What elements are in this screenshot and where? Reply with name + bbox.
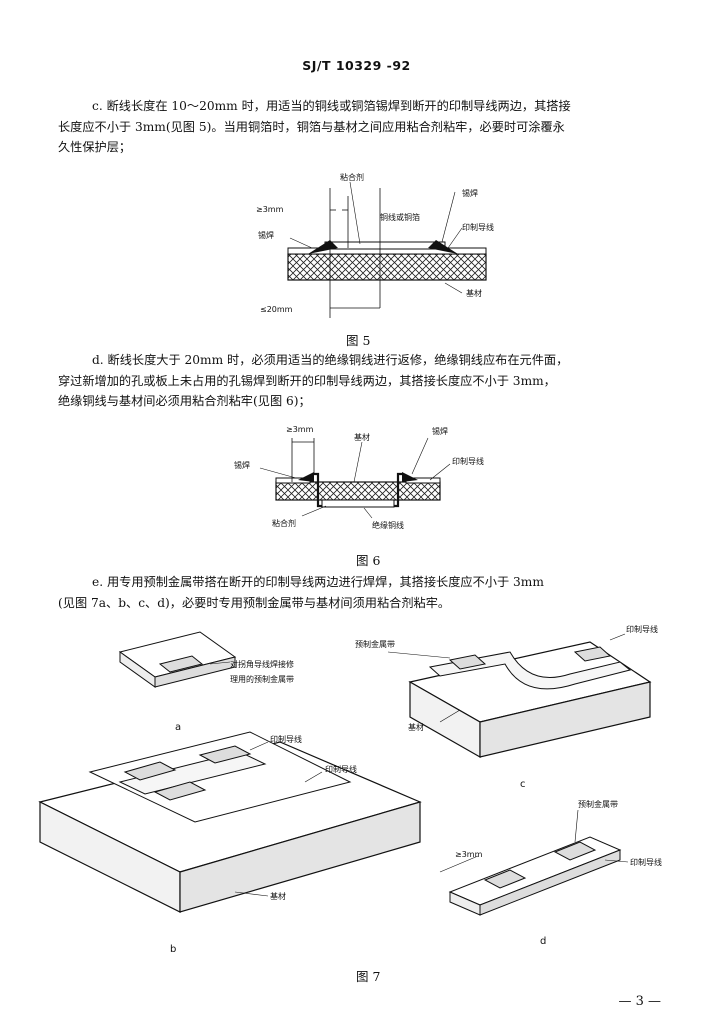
fig6-label-solder-right: 锡焊: [432, 426, 448, 436]
fig7b-conductor2: 印制导线: [325, 764, 357, 774]
fig5-label-adhesive: 粘合剂: [340, 172, 364, 182]
paragraph-d-line3: 绝缘铜线与基材间必须用粘合剂粘牢(见图 6)；: [58, 394, 311, 408]
paragraph-c-line2: 长度应不小于 3mm(见图 5)。当用铜箔时，铜箔与基材之间应用粘合剂粘牢，必要…: [58, 119, 565, 134]
paragraph-e-line1: e. 用专用预制金属带搭在断开的印制导线两边进行焊焊，其搭接长度应不小于 3mm: [92, 575, 544, 589]
fig5-label-substrate: 基材: [466, 288, 482, 298]
fig7a-tag: a: [175, 722, 181, 733]
fig7a-label2: 理用的预制金属带: [230, 674, 294, 684]
fig5-label-conductor: 印制导线: [462, 222, 494, 232]
fig6-label-conductor: 印制导线: [452, 456, 484, 466]
figure-6-caption: 图 6: [356, 553, 381, 568]
fig7d-tag: d: [540, 936, 546, 947]
figure-7-caption: 图 7: [356, 969, 381, 984]
fig7d-strip-label: 预制金属带: [578, 799, 618, 809]
paragraph-d: d. 断线长度大于 20mm 时，必须用适当的绝缘铜线进行返修，绝缘铜线应布在元…: [58, 350, 670, 412]
paragraph-e-line2: (见图 7a、b、c、d)，必要时专用预制金属带与基材间须用粘合剂粘牢。: [58, 595, 451, 610]
fig5-wire-foil: [324, 241, 446, 250]
fig5-label-20mm: ≤20mm: [260, 305, 293, 314]
fig7d-strip: [448, 836, 622, 916]
fig7d-3mm: ≥3mm: [455, 850, 483, 859]
fig6-label-substrate: 基材: [354, 432, 370, 442]
fig5-label-solder-left: 锡焊: [258, 230, 274, 240]
fig7b-board: [38, 731, 422, 913]
fig6-solder-right: [402, 472, 418, 482]
fig7c-strip: 预制金属带: [355, 639, 395, 649]
figure-6-diagram: ≥3mm 基材 锡焊 印制导线 锡焊 粘合剂 绝缘铜线: [234, 425, 484, 530]
paragraph-c-line3: 久性保护层；: [58, 140, 132, 154]
figure-7-diagram: 对拐角导线焊接修 理用的预制金属带 a 印制导线 印制导线 基材 b 印制导线 …: [38, 624, 662, 955]
paragraph-d-line2: 穿过新增加的孔或板上未占用的孔锡焊到断开的印制导线两边，其搭接长度应不小于 3m…: [58, 373, 556, 388]
fig7a-label1: 对拐角导线焊接修: [230, 659, 294, 669]
figure-5-diagram: 粘合剂 锡焊 ≥3mm 铜线或铜箔 印制导线 锡焊 基材 ≤20mm: [256, 172, 494, 318]
fig6-label-3mm: ≥3mm: [286, 425, 314, 434]
fig5-substrate: [287, 253, 487, 281]
fig7c-conductor: 印制导线: [626, 624, 658, 634]
fig7c-tag: c: [520, 779, 526, 790]
figure-5-caption: 图 5: [346, 333, 371, 348]
paragraph-e: e. 用专用预制金属带搭在断开的印制导线两边进行焊焊，其搭接长度应不小于 3mm…: [58, 572, 670, 613]
fig7d-conductor: 印制导线: [630, 857, 662, 867]
fig6-adhesive: [321, 499, 395, 508]
fig7b-tag: b: [170, 944, 176, 955]
paragraph-c-line1: c. 断线长度在 10～20mm 时，用适当的铜线或铜箔锡焊到断开的印制导线两边…: [92, 99, 571, 113]
fig5-label-wire-foil: 铜线或铜箔: [380, 212, 420, 222]
page-number: — 3 —: [618, 994, 661, 1009]
fig5-solder-left: [308, 240, 338, 254]
fig6-solder-left: [298, 472, 314, 482]
fig6-substrate: [275, 481, 441, 501]
fig7b-substrate: 基材: [270, 891, 286, 901]
paragraph-c: c. 断线长度在 10～20mm 时，用适当的铜线或铜箔锡焊到断开的印制导线两边…: [58, 96, 670, 158]
document-header: SJ/T 10329 -92: [302, 58, 411, 73]
fig6-label-adhesive: 粘合剂: [272, 518, 296, 528]
fig6-label-solder-left: 锡焊: [234, 460, 250, 470]
fig7a-strip: [118, 631, 237, 688]
fig6-label-insulated: 绝缘铜线: [372, 520, 404, 530]
fig7c-substrate: 基材: [408, 722, 424, 732]
paragraph-d-line1: d. 断线长度大于 20mm 时，必须用适当的绝缘铜线进行返修，绝缘铜线应布在元…: [92, 353, 569, 367]
fig7c-board: [408, 641, 652, 759]
fig5-solder-right: [428, 240, 458, 254]
fig5-label-solder-right: 锡焊: [462, 188, 478, 198]
fig7b-conductor1: 印制导线: [270, 734, 302, 744]
fig5-label-3mm: ≥3mm: [256, 205, 284, 214]
